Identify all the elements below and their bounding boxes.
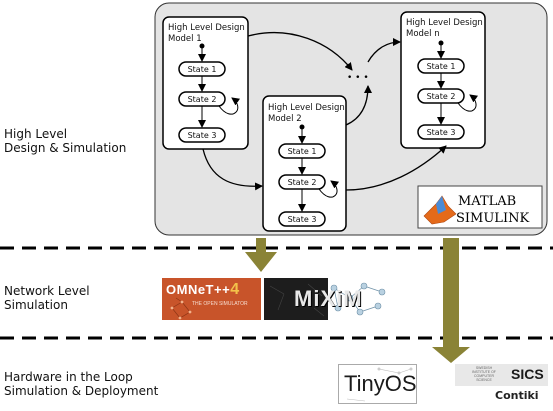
model-2-state-3-label: State 3 [288, 215, 317, 224]
sics-sub-line4: SCIENCE [476, 378, 492, 382]
layer-label-hil: Hardware in the Loop Simulation & Deploy… [4, 370, 158, 398]
model-1: High Level Design Model 1 State 1 State … [162, 16, 249, 150]
arrow-model2-to-ellipsis [345, 85, 372, 126]
sics-sub-line1: SWEDISH [475, 366, 493, 370]
layer-label-network-line1: Network Level [4, 284, 90, 298]
tinyos-network-graphic [346, 367, 413, 402]
sics-logo: SWEDISH INSTITUTE OF COMPUTER SCIENCE SI… [455, 364, 548, 386]
sics-wordmark: SICS [511, 366, 544, 382]
layer-label-network: Network Level Simulation [4, 284, 90, 312]
contiki-label: Contiki [495, 389, 539, 402]
layer-label-high-level: High Level Design & Simulation [4, 127, 126, 155]
arrow-ellipsis-to-modeln [367, 38, 401, 63]
model-1-title-line1: High Level Design [168, 23, 245, 33]
model-n-title-line1: High Level Design [406, 18, 483, 28]
mixim-network-graphic [269, 282, 386, 317]
model-1-state-2-label: State 2 [188, 95, 217, 104]
layer-label-hil-line2: Simulation & Deployment [4, 384, 159, 398]
omnet-version: 4 [230, 281, 240, 298]
model-2-state-2-label: State 2 [288, 178, 317, 187]
tinyos-logo: TinyOS [338, 364, 417, 404]
model-2-title-line2: Model 2 [268, 114, 302, 124]
model-2-state-1-label: State 1 [288, 147, 317, 156]
model-1-box [162, 16, 249, 150]
omnet-logo: OMNeT++4 THE OPEN SIMULATOR [162, 278, 261, 320]
mixim-logo: MiXiM [264, 278, 390, 320]
omnet-name: OMNeT++ [166, 282, 231, 297]
model-2-state-3 [278, 211, 326, 227]
matlab-simulink-logo: MATLAB SIMULINK [417, 185, 543, 229]
layer-label-high-level-line2: Design & Simulation [4, 141, 127, 155]
arrow-high-to-network [245, 238, 277, 272]
omnet-tagline: THE OPEN SIMULATOR [192, 301, 248, 307]
model-2-title-line1: High Level Design [268, 103, 345, 113]
models-ellipsis: • • • [347, 73, 369, 83]
model-1-state-3 [178, 127, 226, 143]
matlab-label: MATLAB [458, 194, 516, 209]
model-n-state-3-label: State 3 [427, 128, 456, 137]
arrow-model2-to-modeln [345, 145, 447, 191]
model-n-state-3 [417, 124, 465, 140]
omnet-network-graphic [170, 297, 192, 320]
simulink-label: SIMULINK [456, 211, 529, 226]
arrow-model1-to-ellipsis [247, 32, 353, 71]
layer-label-hil-line1: Hardware in the Loop [4, 370, 133, 384]
sics-sub-line2: INSTITUTE OF [472, 370, 496, 374]
layer-label-high-level-line1: High Level [4, 127, 68, 141]
mixim-wordmark: MiXiM [294, 286, 363, 311]
arrow-high-to-hil [432, 238, 470, 363]
model-2-box [262, 95, 347, 232]
model-n-state-2-label: State 2 [427, 92, 456, 101]
model-1-state-3-label: State 3 [188, 131, 217, 140]
model-1-title-line2: Model 1 [168, 34, 202, 44]
sics-sub-line3: COMPUTER [473, 374, 495, 378]
model-2: High Level Design Model 2 State 1 State … [262, 95, 347, 232]
model-n-title-line2: Model n [406, 29, 440, 39]
tinyos-wordmark: TinyOS [344, 371, 417, 396]
model-n: High Level Design Model n State 1 State … [400, 11, 486, 149]
arrow-model1-to-model2 [202, 148, 263, 191]
model-1-state-1-label: State 1 [188, 65, 217, 74]
model-n-state-1-label: State 1 [427, 62, 456, 71]
layer-label-network-line2: Simulation [4, 298, 68, 312]
